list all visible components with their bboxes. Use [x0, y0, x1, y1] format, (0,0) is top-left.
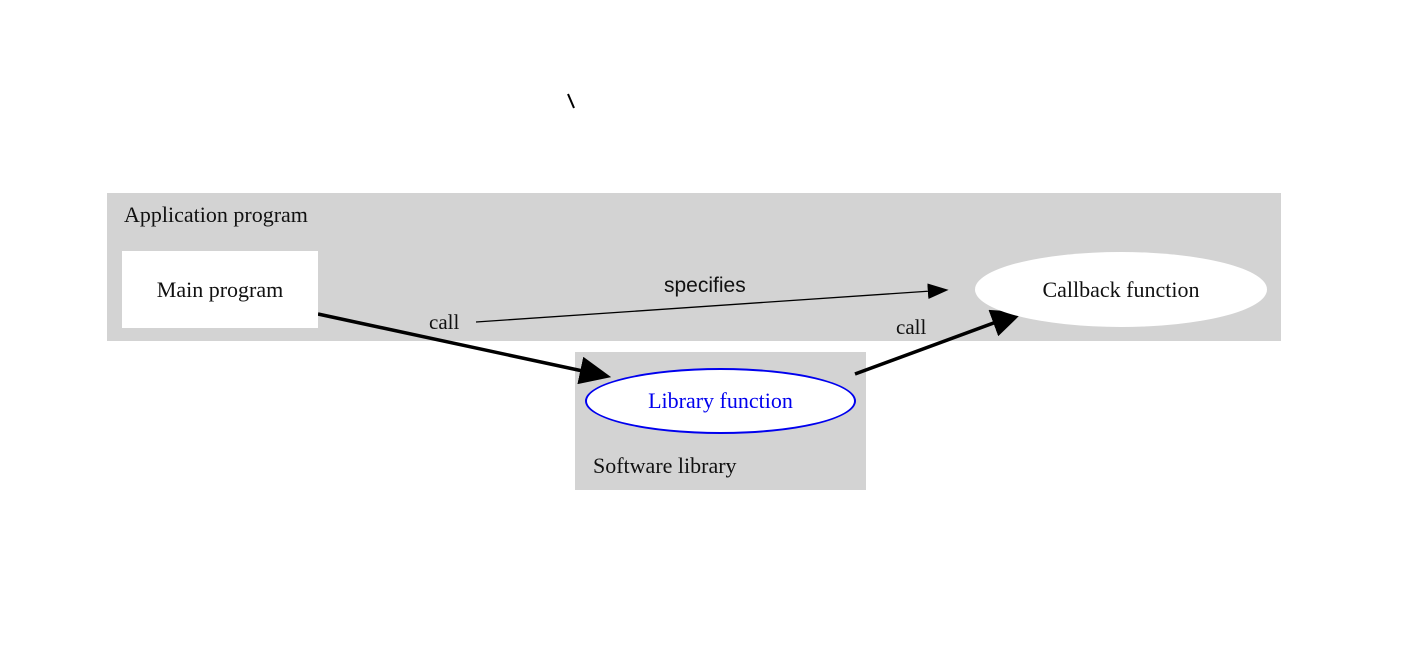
stray-tick-mark [567, 93, 575, 109]
library-function-label: Library function [648, 388, 793, 413]
node-callback-function: Callback function [975, 252, 1267, 327]
callback-function-label: Callback function [1042, 276, 1200, 302]
node-library-function: Library function [585, 368, 856, 434]
main-program-label: Main program [156, 276, 284, 302]
edge-label-call-main-to-library: call [429, 310, 460, 334]
node-main-program: Main program [122, 251, 318, 328]
software-library-label: Software library [593, 453, 737, 478]
edge-label-call-library-to-callback: call [896, 315, 927, 339]
edge-label-specifies: specifies [664, 274, 746, 297]
application-program-label: Application program [124, 202, 308, 227]
